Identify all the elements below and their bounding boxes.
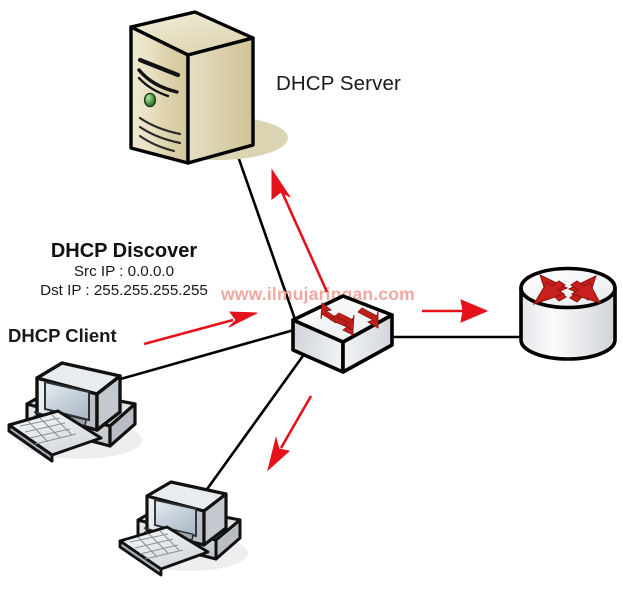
switch-arrow-mid-up — [334, 312, 355, 331]
link-switch-client1 — [108, 328, 296, 384]
packet-name: DHCP Discover — [50, 240, 198, 262]
link-switch-client2 — [203, 351, 307, 494]
arrow-switch-to-server — [271, 168, 329, 293]
pc2-monitor-side — [202, 492, 228, 547]
pc2-keys — [129, 530, 184, 560]
server-vent-2 — [138, 125, 182, 145]
switch-arrow-right-down — [357, 307, 379, 329]
switch-arrow-group — [320, 302, 379, 336]
pc2-base-right — [214, 518, 242, 561]
packet-destination-ip: Dst IP : 255.255.255.255 — [40, 281, 208, 299]
router-arrow-se — [570, 280, 602, 304]
packet-info-block: DHCP Discover Src IP : 0.0.0.0 Dst IP : … — [24, 240, 224, 300]
router-arrow-group — [532, 274, 602, 305]
switch-arrow-mid-down — [330, 315, 354, 336]
server-vent-3 — [139, 135, 175, 152]
packet-source-ip: Src IP : 0.0.0.0 — [73, 263, 175, 280]
client-pc-icon[interactable] — [7, 361, 142, 463]
router-arrow-sw — [532, 280, 566, 305]
server-vent-1 — [138, 116, 182, 136]
arrow-switch-to-router — [422, 299, 489, 323]
client-label: DHCP Client — [8, 325, 117, 346]
router-icon[interactable] — [519, 266, 617, 361]
arrow-client-to-switch — [143, 311, 258, 346]
pc1-monitor-side — [95, 374, 122, 432]
pc1-keys — [19, 414, 77, 445]
pc1-base-right — [108, 402, 137, 448]
client-pc-icon[interactable] — [118, 480, 248, 577]
page-title: DHCP Server — [276, 72, 401, 95]
pc2-keyboard-edge — [118, 539, 163, 577]
server-drive-slot-3 — [137, 76, 170, 98]
link-switch-server — [231, 140, 299, 327]
dhcp-server-icon[interactable] — [129, 10, 288, 165]
arrow-switch-to-client2 — [267, 395, 313, 472]
server-power-led — [143, 92, 157, 108]
pc1-keyboard-edge — [7, 423, 54, 463]
server-drive-slot-2 — [137, 68, 179, 94]
server-side-face — [186, 36, 255, 165]
network-switch-icon[interactable] — [291, 294, 394, 374]
server-drive-slot-1 — [137, 57, 181, 78]
site-watermark: www.ilmujaringan.com — [221, 284, 415, 304]
